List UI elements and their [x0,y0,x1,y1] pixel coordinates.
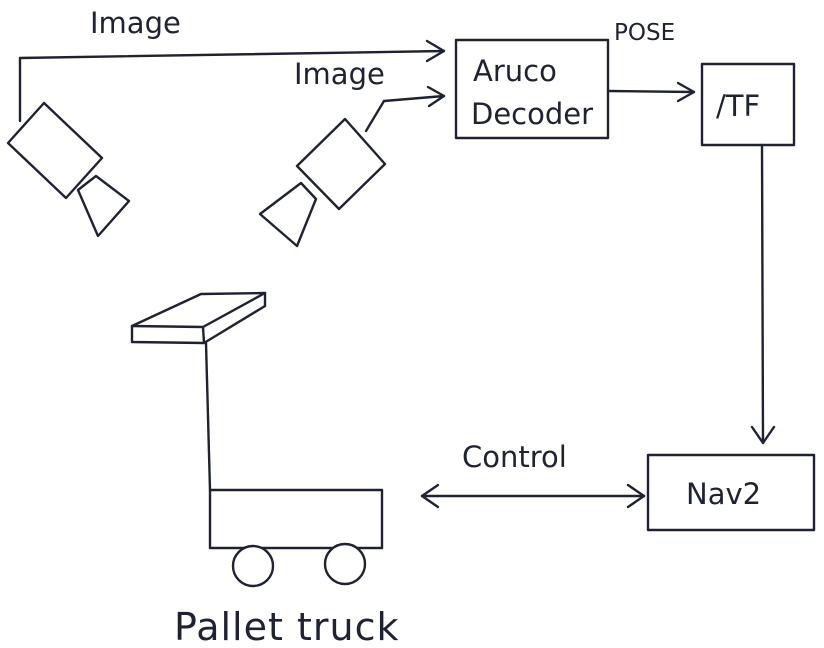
image-label-2: Image [294,57,385,91]
pose-label: POSE [614,20,675,46]
camera-1-body [6,101,104,200]
pose-arrow [606,81,696,103]
camera-1-lens [76,174,131,238]
camera-2-body [295,117,387,211]
aruco-label-line1: Aruco [473,54,557,88]
image-label-1: Image [90,6,181,40]
tf-label: /TF [716,89,760,123]
aruco-decoder-box: Aruco Decoder [454,38,610,140]
camera-1-icon [6,101,131,238]
pallet-truck-body [208,488,384,550]
aruco-label-line2: Decoder [471,97,593,131]
control-arrow [420,483,646,509]
tf-box: /TF [700,62,796,147]
pallet-truck-top-plate [130,291,267,345]
image-arrow-2 [364,85,446,133]
pallet-truck-icon [130,291,384,588]
pallet-truck-wheel-left [231,544,275,588]
pallet-truck-wheel-right [323,542,367,586]
nav2-box: Nav2 [646,453,816,532]
tf-to-nav2-arrow [750,143,776,445]
nav2-label: Nav2 [686,477,761,511]
camera-2-lens [258,181,318,248]
pallet-truck-mast [204,341,212,492]
pallet-truck-label: Pallet truck [174,605,399,648]
camera-2-icon [258,117,387,248]
control-label: Control [462,440,567,474]
image-arrow-1 [18,39,446,123]
